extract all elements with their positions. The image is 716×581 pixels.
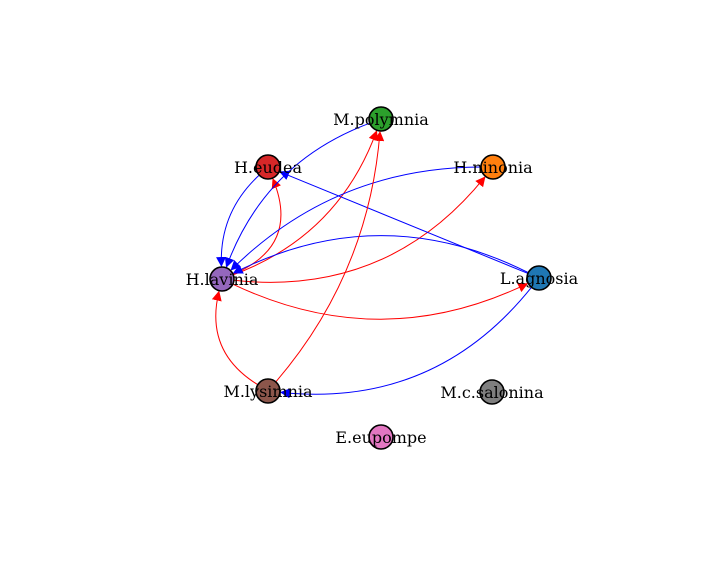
node-m-lysimnia: M.lysimnia	[223, 378, 313, 404]
node-m-polymnia: M.polymnia	[333, 106, 429, 132]
node-circle-m-polymnia	[368, 106, 394, 132]
node-circle-h-eudea	[255, 154, 281, 180]
node-label-h-ninonia: H.ninonia	[453, 158, 533, 177]
edge-l-agnosia-to-h-eudea	[279, 170, 529, 274]
node-e-eupompe: E.eupompe	[335, 424, 427, 450]
edge-h-eudea-to-h-lavinia	[216, 174, 260, 268]
node-label-e-eupompe: E.eupompe	[335, 428, 426, 447]
edge-h-ninonia-to-h-lavinia	[230, 166, 482, 271]
edge-l-agnosia-to-m-lysimnia	[279, 287, 532, 399]
edge-h-lavinia-to-h-eudea	[232, 178, 282, 275]
node-circle-h-lavinia	[209, 266, 235, 292]
node-label-h-eudea: H.eudea	[234, 158, 303, 177]
edge-h-lavinia-to-h-ninonia	[233, 176, 486, 283]
edges-layer	[211, 122, 532, 399]
edge-m-lysimnia-to-m-polymnia	[275, 130, 385, 383]
node-h-eudea: H.eudea	[234, 154, 303, 180]
edge-m-polymnia-to-h-lavinia	[224, 122, 370, 268]
node-circle-l-agnosia	[526, 265, 552, 291]
node-label-m-polymnia: M.polymnia	[333, 110, 429, 129]
node-label-h-lavinia: H.lavinia	[186, 270, 259, 289]
node-l-agnosia: L.agnosia	[500, 265, 579, 291]
edge-h-lavinia-to-m-polymnia	[233, 130, 379, 276]
edge-l-agnosia-to-h-lavinia	[232, 235, 529, 274]
edge-h-lavinia-to-l-agnosia	[232, 283, 529, 320]
node-label-m-lysimnia: M.lysimnia	[223, 382, 313, 401]
node-circle-e-eupompe	[368, 424, 394, 450]
node-label-m-c-salonina: M.c.salonina	[440, 383, 544, 402]
node-label-l-agnosia: L.agnosia	[500, 269, 579, 288]
node-h-lavinia: H.lavinia	[186, 266, 259, 292]
node-circle-m-lysimnia	[255, 378, 281, 404]
node-m-c-salonina: M.c.salonina	[440, 379, 544, 405]
node-h-ninonia: H.ninonia	[453, 154, 533, 180]
edge-m-lysimnia-to-h-lavinia	[211, 290, 259, 386]
node-circle-h-ninonia	[480, 154, 506, 180]
node-circle-m-c-salonina	[479, 379, 505, 405]
